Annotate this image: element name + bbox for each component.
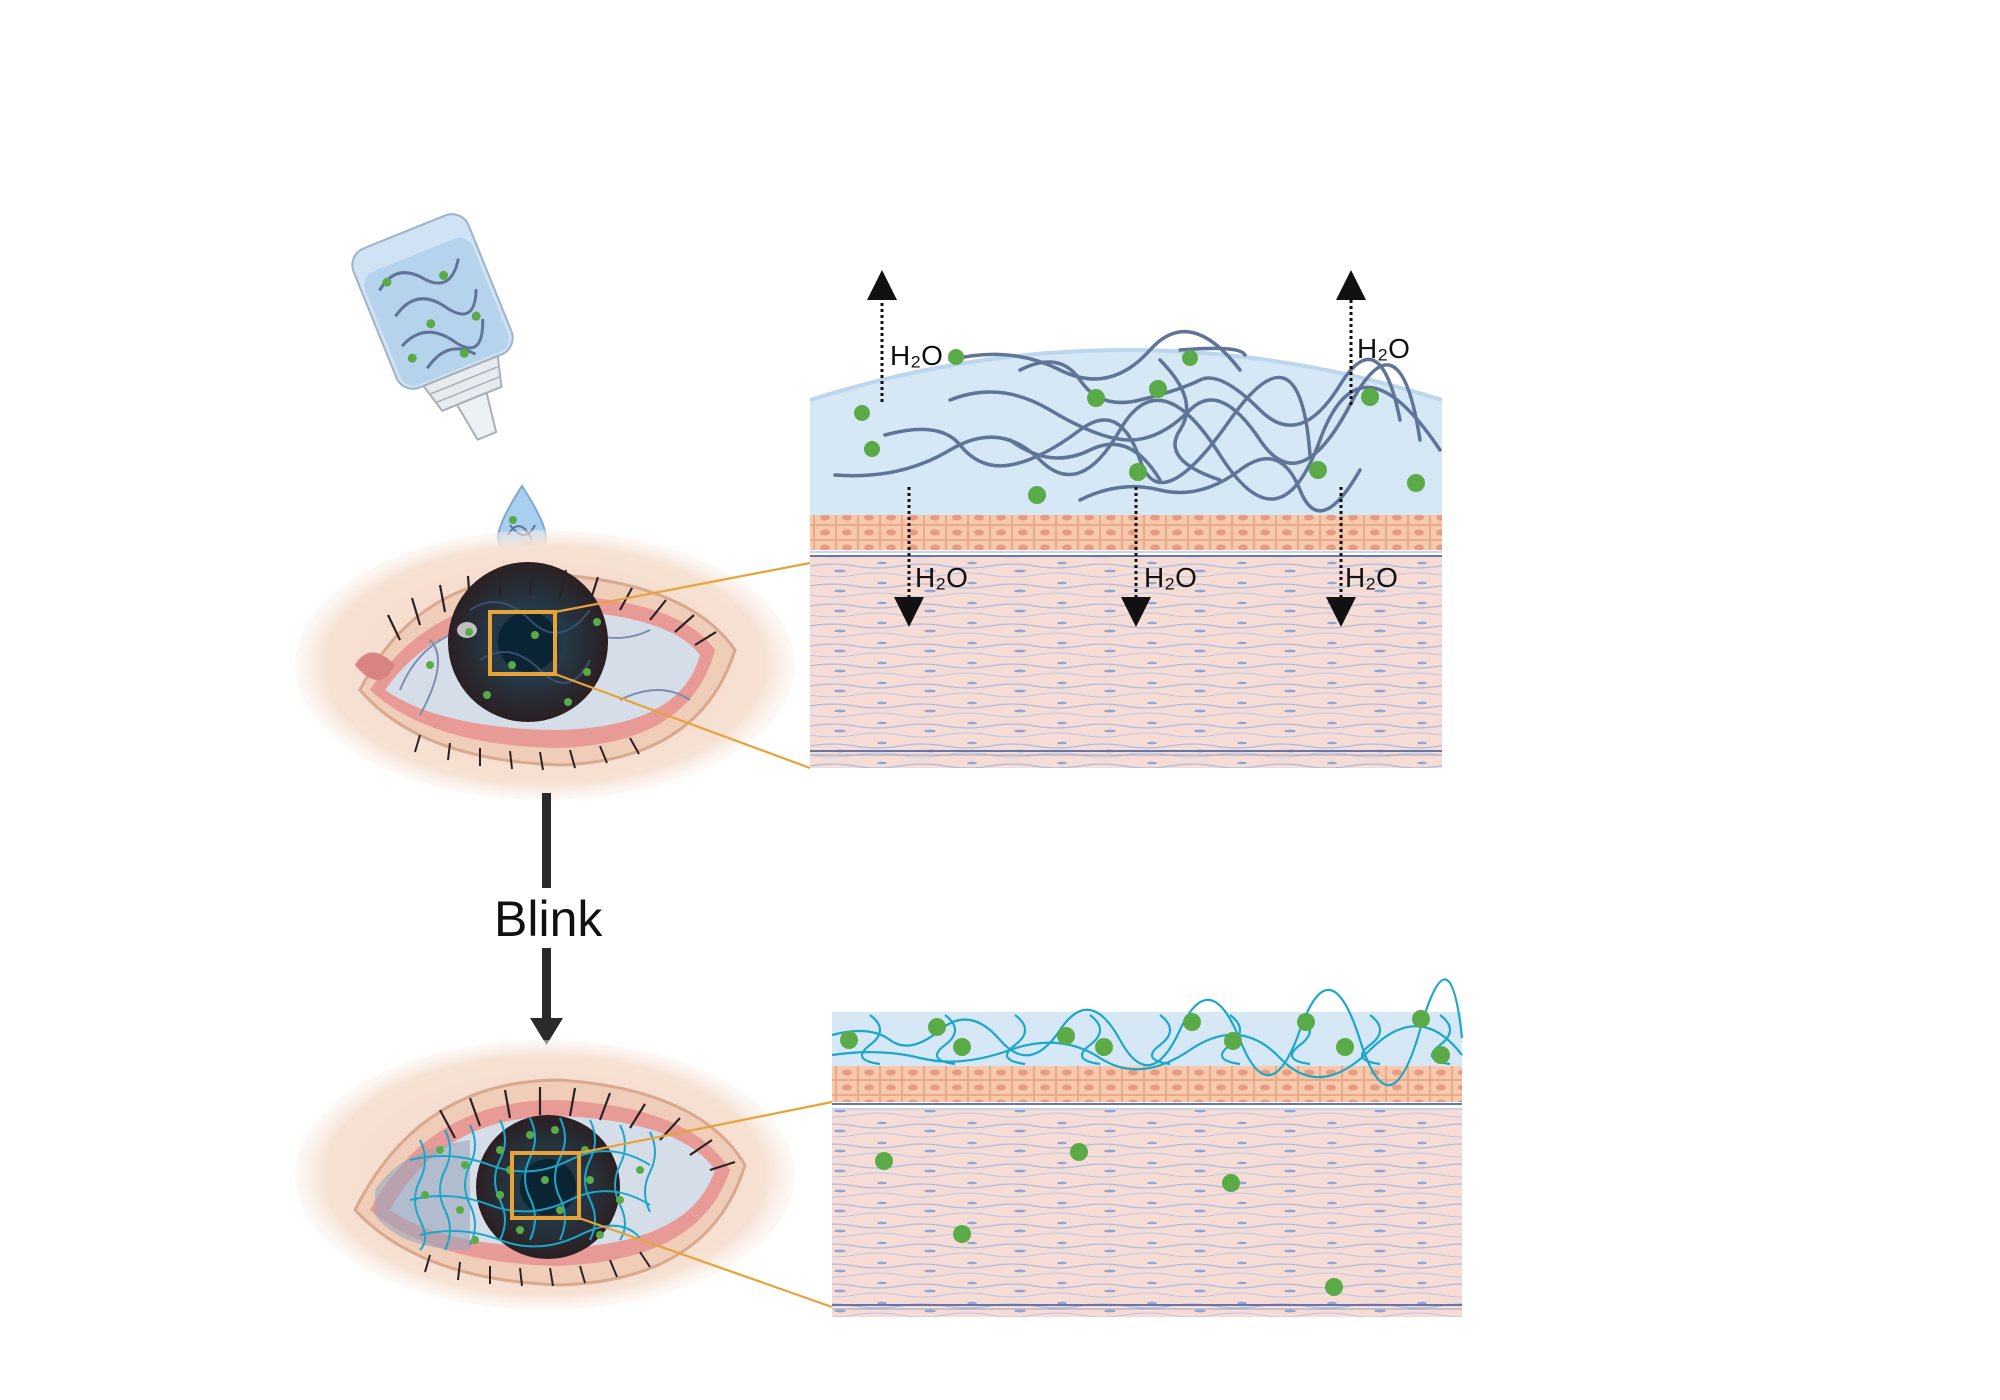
drug-particles-top xyxy=(854,349,1425,504)
callout-line-top-lower xyxy=(554,672,811,770)
blink-label: Blink xyxy=(494,891,603,947)
epithelium-layer-top xyxy=(810,515,1442,550)
eye-bottom-icon xyxy=(295,1040,795,1310)
tissue-panel-top: H₂O H₂O H₂O H₂O H₂O xyxy=(809,270,1443,768)
h2o-arrows-top xyxy=(867,270,1366,627)
h2o-label-in-middle: H₂O xyxy=(1144,562,1197,593)
callout-box-bottom xyxy=(510,1151,581,1220)
epithelium-layer-bottom xyxy=(832,1066,1462,1102)
h2o-label-in-left: H₂O xyxy=(915,562,968,593)
h2o-label-out-right: H₂O xyxy=(1357,333,1410,364)
polymer-network-top xyxy=(833,329,1442,513)
stroma-layer-top xyxy=(810,555,1442,768)
blink-arrow-icon xyxy=(530,793,563,1045)
drug-particles-bottom-stroma xyxy=(875,1143,1343,1296)
callout-box-top xyxy=(488,610,557,676)
stroma-layer-bottom xyxy=(832,1110,1462,1317)
eye-top-icon xyxy=(295,530,795,800)
tissue-panel-bottom xyxy=(831,978,1464,1317)
eye-drop-bottle-icon xyxy=(351,213,514,441)
callout-line-bottom-upper xyxy=(578,1100,833,1155)
callout-line-bottom-lower xyxy=(578,1216,833,1309)
drug-particles-bottom-gel xyxy=(840,1010,1450,1064)
callout-line-top-upper xyxy=(554,561,811,614)
h2o-label-out-left: H₂O xyxy=(890,340,943,371)
h2o-label-in-right: H₂O xyxy=(1345,562,1398,593)
